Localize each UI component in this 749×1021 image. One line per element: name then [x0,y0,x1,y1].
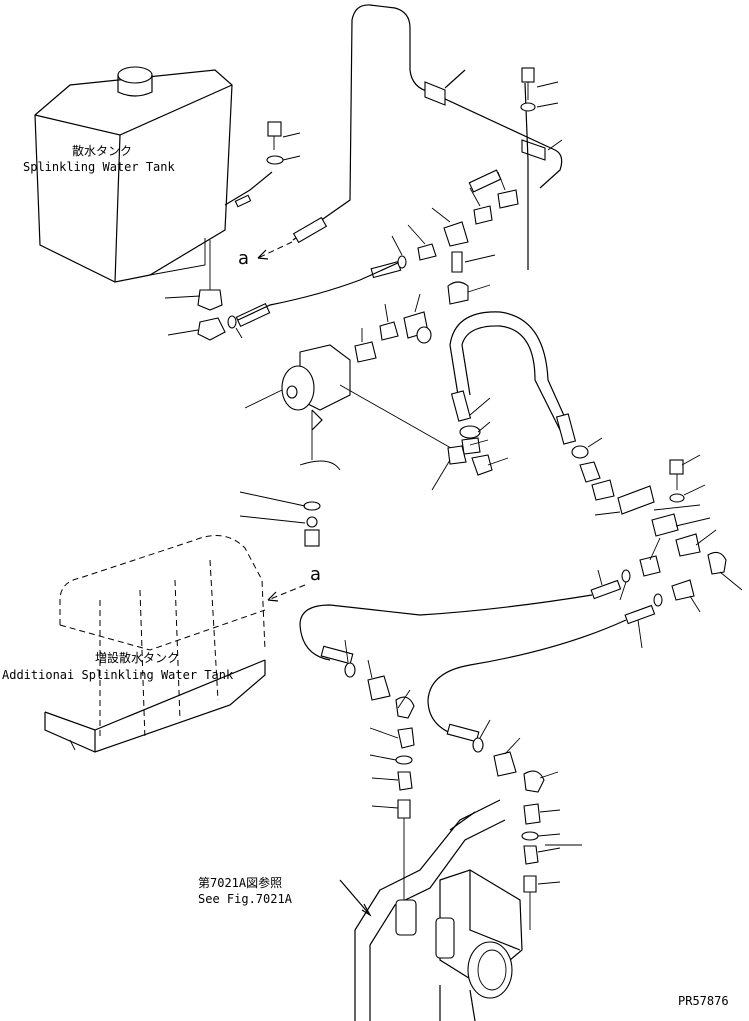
lower-right-fittings [472,719,582,930]
reference-mark-a-lower: a [310,564,322,585]
lower-hose-runs [299,569,656,743]
lower-left-fittings [344,639,415,900]
tank-label-jp: 散水タンク [72,144,133,158]
solenoid-valve [244,344,459,460]
reference-arrows [257,241,306,602]
loop-hose-middle [431,311,603,491]
pipe-clamp-upper [424,69,546,270]
sprinkling-water-tank [34,66,233,283]
reference-label-en: See Fig.7021A [198,892,292,906]
reference-label-jp: 第7021A図参照 [198,876,283,890]
additional-water-tank [44,535,266,753]
additional-tank-label-en: Additionai Splinkling Water Tank [2,668,234,682]
central-fittings-chain [354,171,519,363]
tank-outlet-fittings [164,240,243,341]
bolt-washer-set-tank [266,121,301,165]
bolt-washer-set-upper-right [520,67,563,151]
drawing-number: PR57876 [678,994,729,1008]
additional-tank-label-jp: 増設散水タンク [95,651,180,665]
machine-frame-section [339,799,523,1021]
bolt-washer-lower [239,460,341,547]
reference-mark-a-upper: a [238,248,250,269]
tank-label-en: Splinkling Water Tank [23,160,175,174]
right-fittings-cluster [591,454,743,613]
upper-hose-run [224,4,563,328]
